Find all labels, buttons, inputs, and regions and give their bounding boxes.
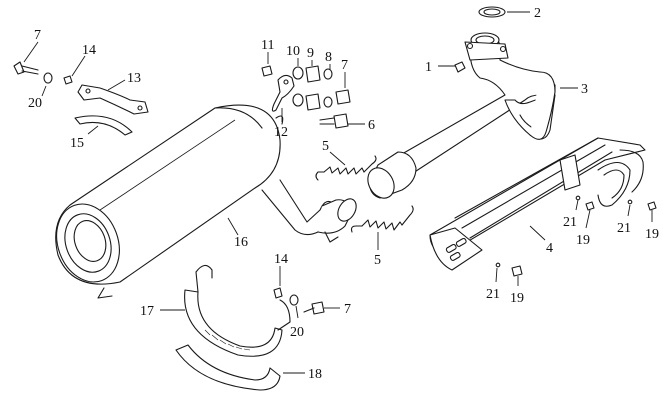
callout-12: 12 xyxy=(274,125,288,140)
callout-15: 15 xyxy=(70,136,84,151)
gasket-ring xyxy=(478,6,506,18)
callout-11: 11 xyxy=(261,38,274,53)
callout-19-mid: 19 xyxy=(576,233,590,248)
callout-20-lower: 20 xyxy=(290,325,304,340)
small-bolts-washers xyxy=(495,195,657,277)
callout-14-upper: 14 xyxy=(82,43,96,58)
callout-7-left: 7 xyxy=(34,28,41,43)
callout-9: 9 xyxy=(307,46,314,61)
callout-19-right: 19 xyxy=(645,227,659,242)
leader-lines xyxy=(23,11,653,374)
callout-5-lower: 5 xyxy=(374,253,381,268)
lower-band-clamp xyxy=(184,264,291,357)
upper-muffler-bracket xyxy=(77,84,149,115)
lower-bolt-cluster xyxy=(273,287,325,315)
spring-lower xyxy=(350,205,414,233)
callout-7-cluster: 7 xyxy=(341,58,348,73)
callout-18: 18 xyxy=(308,367,322,382)
callout-6: 6 xyxy=(368,118,375,133)
callout-21-right: 21 xyxy=(617,221,631,236)
callout-2: 2 xyxy=(534,6,541,21)
callout-20-left: 20 xyxy=(28,96,42,111)
callout-10: 10 xyxy=(286,44,300,59)
callout-labels: 2 1 3 4 5 5 6 7 7 7 8 9 10 11 12 13 14 1… xyxy=(28,6,659,382)
muffler-body xyxy=(55,104,284,299)
callout-21-mid: 21 xyxy=(563,215,577,230)
callout-14-lower: 14 xyxy=(274,252,288,267)
lower-rubber-strip xyxy=(175,344,281,391)
callout-4: 4 xyxy=(546,241,553,256)
callout-3: 3 xyxy=(581,82,588,97)
flange-nut xyxy=(454,61,466,73)
exhaust-header-pipe xyxy=(367,32,556,199)
callout-17: 17 xyxy=(140,304,154,319)
mount-hardware-cluster xyxy=(261,65,351,129)
callout-16: 16 xyxy=(234,235,248,250)
callout-5-upper: 5 xyxy=(322,139,329,154)
callout-1: 1 xyxy=(425,60,432,75)
callout-13: 13 xyxy=(127,71,141,86)
heat-shield xyxy=(429,137,646,271)
upper-rubber-strip xyxy=(74,115,133,136)
callout-21-lower: 21 xyxy=(486,287,500,302)
spring-upper xyxy=(315,155,377,181)
callout-8: 8 xyxy=(325,50,332,65)
muffler-outlet-pipe xyxy=(261,179,357,243)
callout-19-lower: 19 xyxy=(510,291,524,306)
left-bolt-cluster xyxy=(13,61,73,85)
callout-7-lower: 7 xyxy=(344,302,351,317)
